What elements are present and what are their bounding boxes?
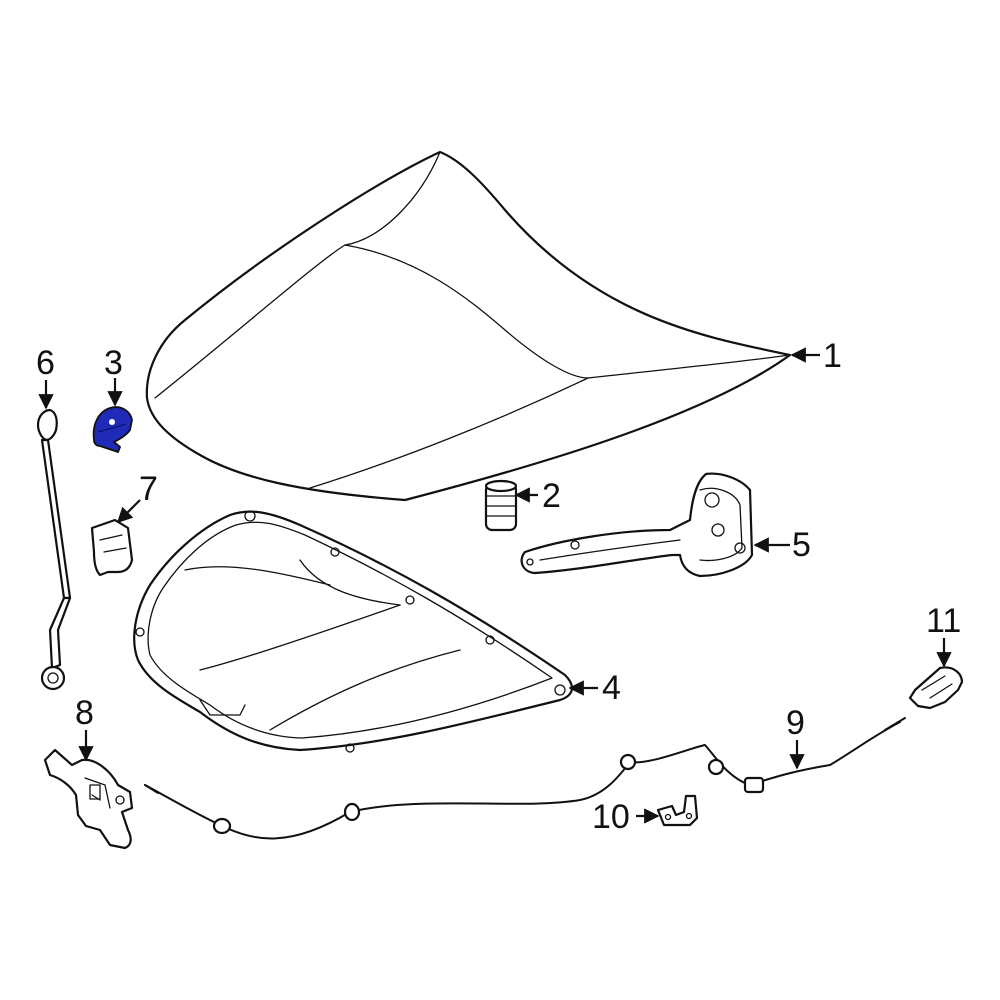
callout-1: 1 bbox=[823, 337, 842, 375]
hood-clip[interactable] bbox=[90, 518, 134, 577]
hood-support-rod[interactable] bbox=[36, 408, 72, 691]
callout-labels: 1 2 3 4 5 6 7 8 9 10 11 bbox=[36, 337, 961, 836]
leader-lines bbox=[38, 347, 952, 824]
latch-bracket[interactable] bbox=[92, 406, 133, 453]
leader-7 bbox=[116, 499, 141, 524]
hood-insulator[interactable] bbox=[133, 510, 573, 753]
callout-8: 8 bbox=[75, 694, 94, 732]
release-handle[interactable] bbox=[908, 666, 964, 710]
callout-10: 10 bbox=[592, 798, 630, 836]
hood-bumper[interactable] bbox=[484, 479, 518, 532]
callout-11: 11 bbox=[926, 602, 961, 640]
hood-hinge[interactable] bbox=[520, 472, 754, 578]
callout-6: 6 bbox=[36, 344, 55, 382]
callout-9: 9 bbox=[786, 704, 805, 742]
hood-panel[interactable] bbox=[145, 150, 792, 502]
hood-latch[interactable] bbox=[43, 748, 134, 850]
callout-7: 7 bbox=[139, 470, 158, 508]
callout-5: 5 bbox=[792, 526, 811, 564]
callout-2: 2 bbox=[542, 477, 561, 515]
release-cable[interactable] bbox=[144, 717, 906, 840]
callout-3: 3 bbox=[104, 344, 123, 382]
cable-clip-bracket[interactable] bbox=[656, 794, 699, 827]
callout-4: 4 bbox=[602, 669, 621, 707]
